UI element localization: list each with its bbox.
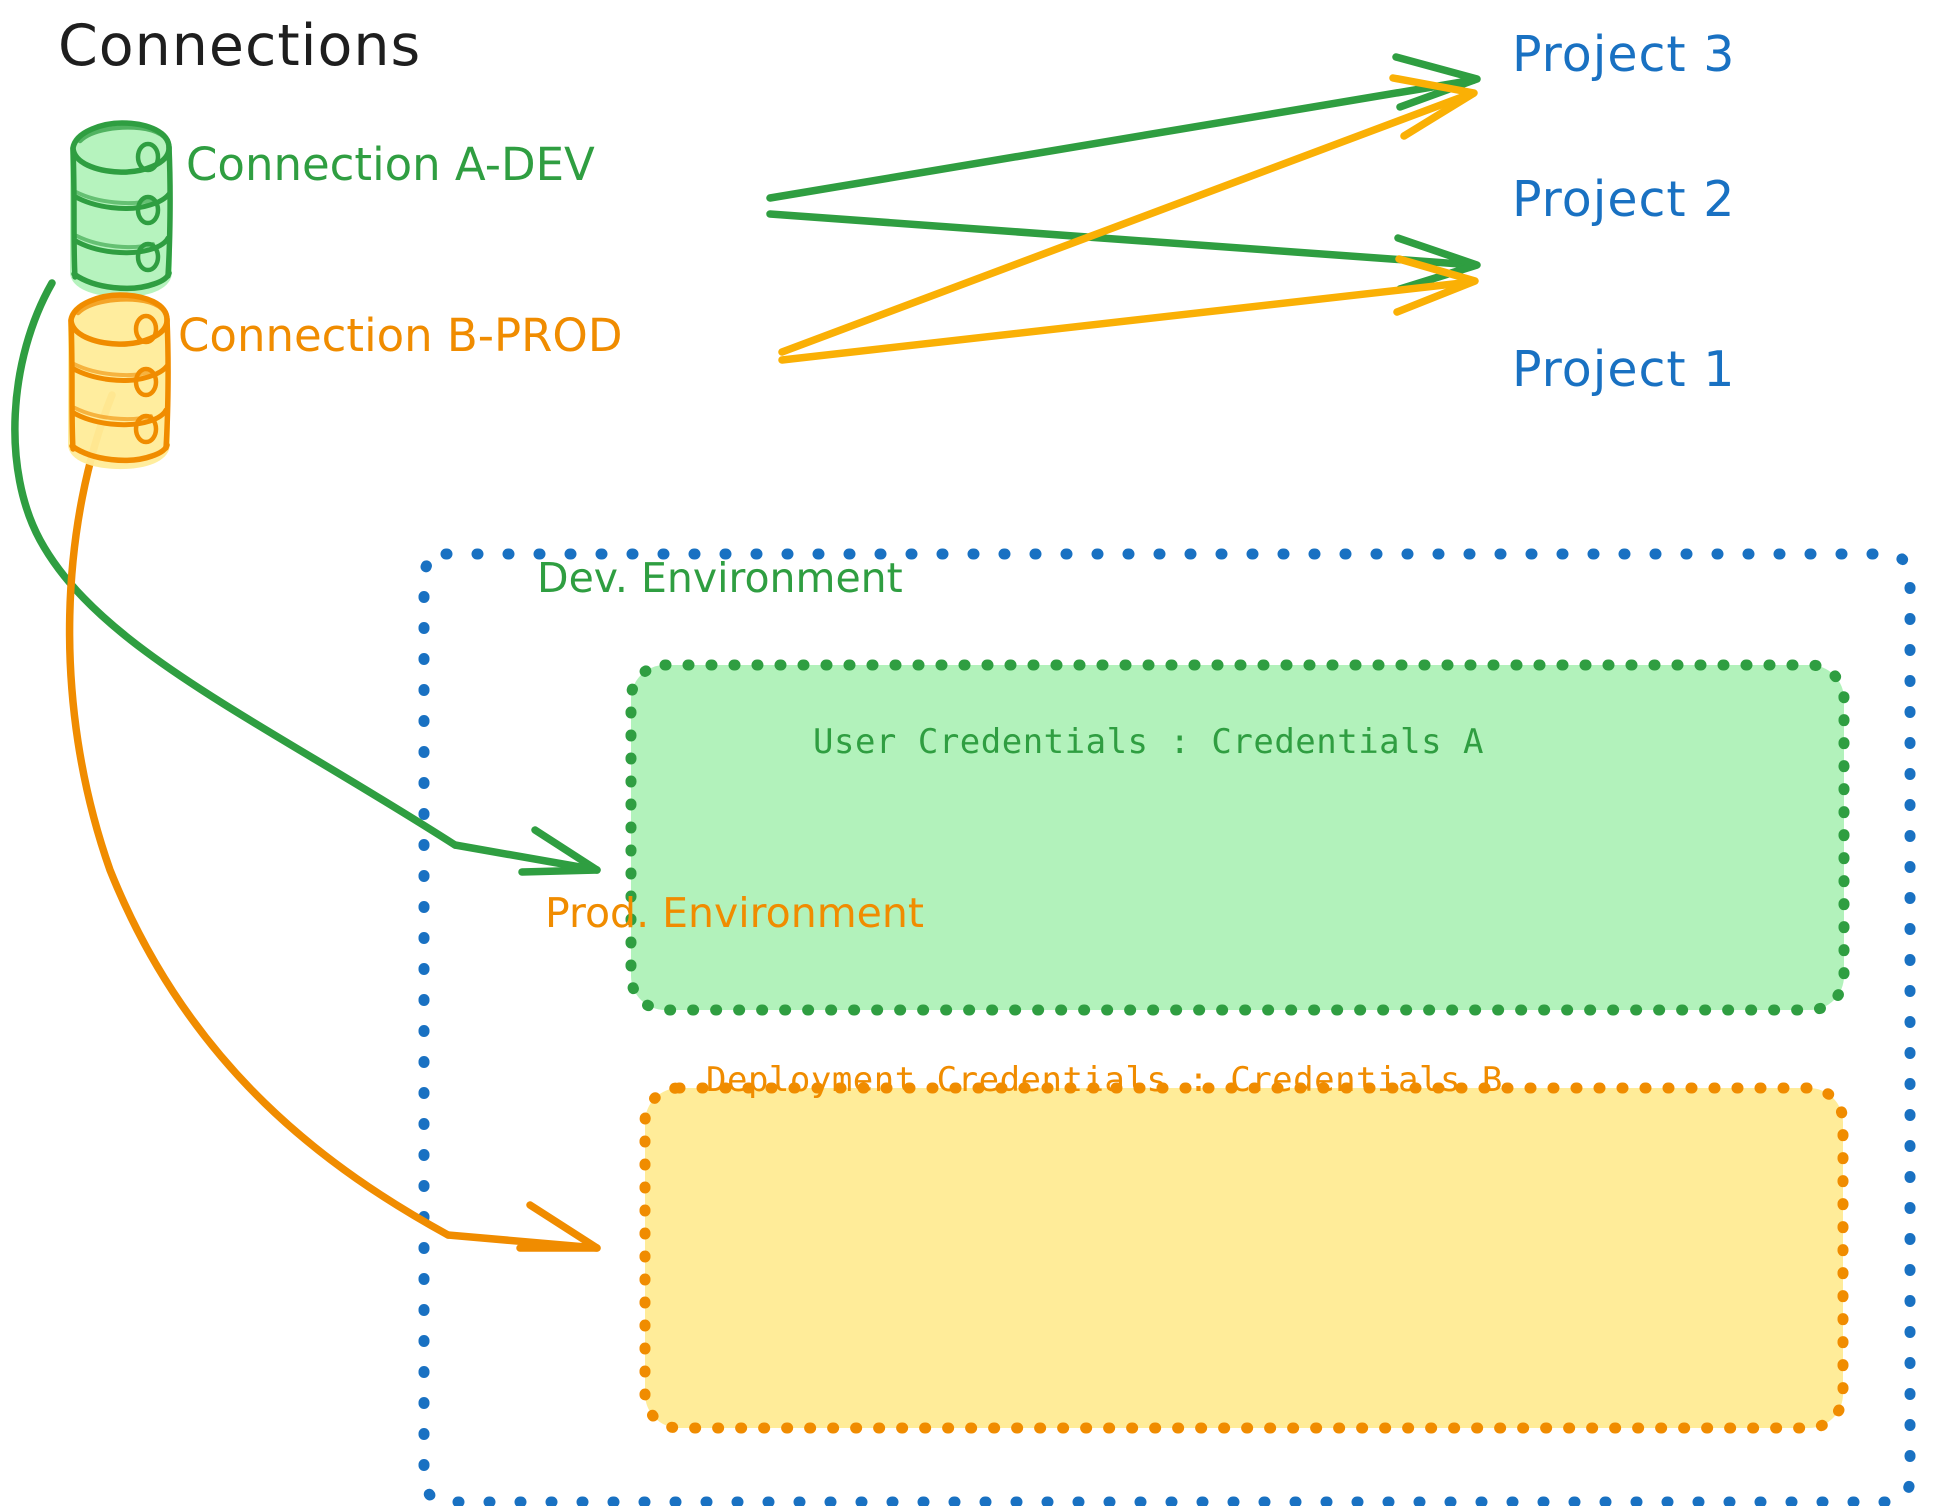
prod-environment-box — [639, 1082, 1849, 1434]
edge-conn-b-to-project-2 — [778, 255, 1479, 364]
connection-a-dev-label: Connection A-DEV — [186, 138, 595, 191]
dev-environment-box — [625, 659, 1850, 1016]
prod-environment-credentials: Deployment Credentials : Credentials B — [706, 1060, 1503, 1100]
connection-b-prod-label: Connection B-PROD — [178, 309, 623, 362]
edge-conn-b-to-project-3 — [778, 74, 1478, 356]
edge-conn-a-to-project-3 — [766, 53, 1481, 202]
project-2-label: Project 2 — [1512, 171, 1736, 228]
project-3-label: Project 3 — [1512, 26, 1736, 83]
project-1-container — [418, 548, 1916, 1506]
edge-conn-b-to-prod-environment — [65, 391, 601, 1252]
edge-conn-a-to-dev-environment — [11, 279, 601, 876]
database-cylinder-icon-green — [70, 120, 173, 298]
dev-environment-credentials: User Credentials : Credentials A — [813, 722, 1485, 762]
prod-environment-label: Prod. Environment — [545, 889, 924, 937]
dev-environment-label: Dev. Environment — [537, 554, 903, 602]
page-title: Connections — [58, 13, 422, 79]
edge-conn-a-to-project-2 — [766, 210, 1481, 293]
project-1-label: Project 1 — [1512, 341, 1736, 398]
database-cylinder-icon-orange — [68, 292, 171, 470]
